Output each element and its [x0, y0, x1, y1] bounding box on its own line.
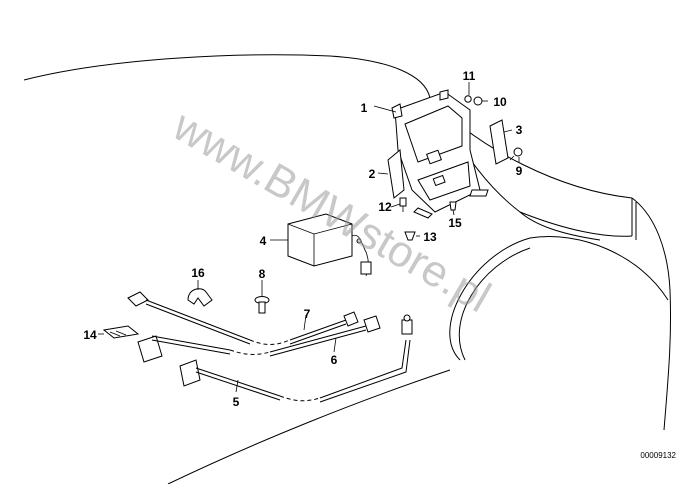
callout-12: 12 — [378, 200, 392, 214]
callout-5: 5 — [233, 395, 240, 409]
callout-14: 14 — [83, 328, 97, 342]
control-unit-part-4 — [287, 213, 372, 277]
nut-part-10 — [473, 96, 483, 106]
clip-part-13 — [404, 231, 416, 241]
screw-part-12 — [399, 197, 407, 212]
callout-3: 3 — [516, 123, 523, 137]
drawing-code: 00009132 — [640, 451, 676, 460]
callout-8: 8 — [259, 267, 266, 281]
cover-part-3 — [489, 119, 509, 165]
screw-part-8 — [254, 296, 270, 314]
callout-16: 16 — [191, 266, 205, 280]
leader-lines — [98, 82, 520, 393]
callout-15: 15 — [448, 216, 462, 230]
cable-part-7 — [127, 291, 359, 345]
cable-part-6 — [137, 315, 381, 363]
callout-6: 6 — [331, 353, 338, 367]
cover-part-2 — [387, 149, 405, 199]
callout-4: 4 — [260, 234, 267, 248]
car-body-outline — [23, 54, 672, 485]
clip-part-16 — [187, 288, 213, 307]
callout-7: 7 — [304, 307, 311, 321]
screw-part-9 — [509, 147, 523, 161]
callout-9: 9 — [516, 164, 523, 178]
callout-11: 11 — [463, 69, 476, 83]
callout-1: 1 — [361, 101, 368, 115]
callout-13: 13 — [423, 230, 437, 244]
cable-part-5 — [179, 314, 413, 403]
washer-part-11 — [464, 95, 472, 103]
bracket-part-1 — [391, 89, 489, 219]
callout-2: 2 — [369, 167, 376, 181]
callout-10: 10 — [493, 95, 507, 109]
pin-part-15 — [449, 201, 457, 211]
connector-part-14 — [102, 325, 140, 339]
